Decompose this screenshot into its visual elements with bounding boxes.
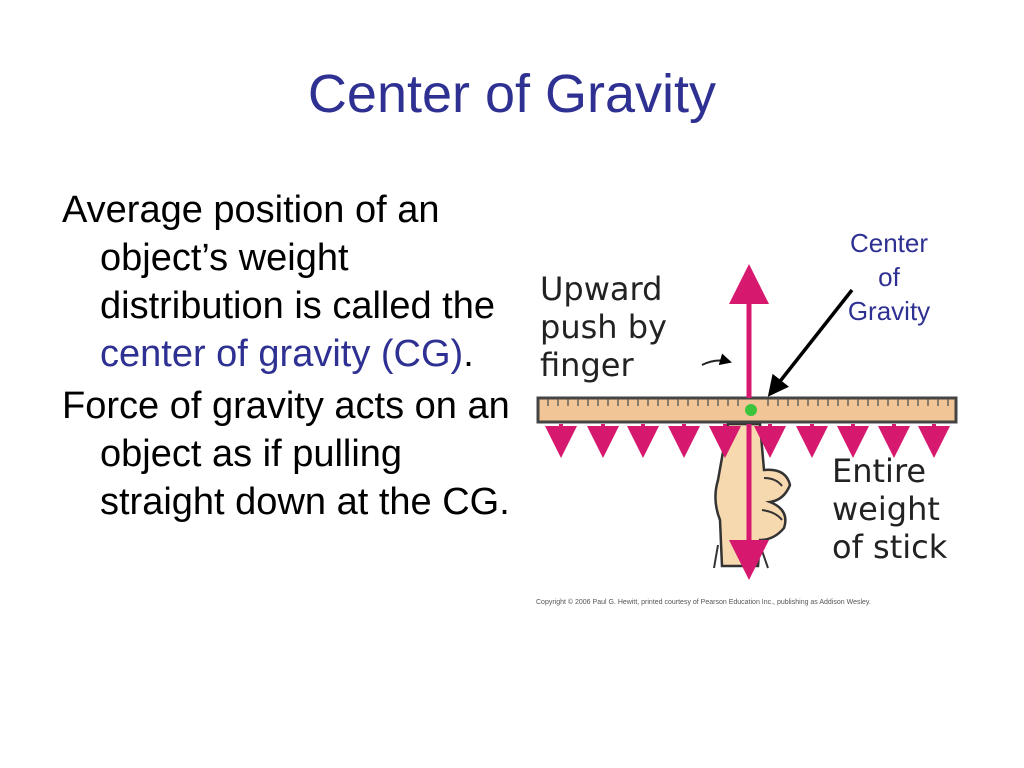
cg-callout-line-3: Gravity xyxy=(847,296,931,326)
stick-ticks xyxy=(547,398,949,406)
cg-callout-line-2: of xyxy=(878,262,900,292)
weight-label-line-3: of stick xyxy=(832,528,948,566)
bullet-1-period: . xyxy=(463,333,474,375)
cg-dot xyxy=(745,404,757,416)
weight-distribution-arrows xyxy=(545,424,950,458)
slide-body: Average position of an object’s weight d… xyxy=(62,186,512,530)
bullet-1-text: Average position of an object’s weight d… xyxy=(62,189,495,327)
bullet-cg-definition: Average position of an object’s weight d… xyxy=(62,186,512,378)
center-of-gravity-term: center of gravity (CG) xyxy=(100,333,464,375)
upward-label-line-1: Upward xyxy=(540,270,662,308)
small-pointer-arrow xyxy=(701,353,732,366)
cg-callout-arrow xyxy=(767,288,854,397)
upward-label-line-3: finger xyxy=(540,346,634,384)
cg-callout-label: Center of Gravity xyxy=(824,226,954,328)
bullet-gravity-force: Force of gravity acts on an object as if… xyxy=(62,385,510,523)
upward-label-line-2: push by xyxy=(540,308,667,346)
cg-callout-line-1: Center xyxy=(849,228,929,258)
weight-label-line-1: Entire xyxy=(832,452,926,490)
copyright-notice: Copyright © 2006 Paul G. Hewitt, printed… xyxy=(536,599,871,606)
slide-title: Center of Gravity xyxy=(307,64,717,124)
weight-label-line-2: weight xyxy=(832,490,940,528)
hand-icon xyxy=(713,422,792,569)
